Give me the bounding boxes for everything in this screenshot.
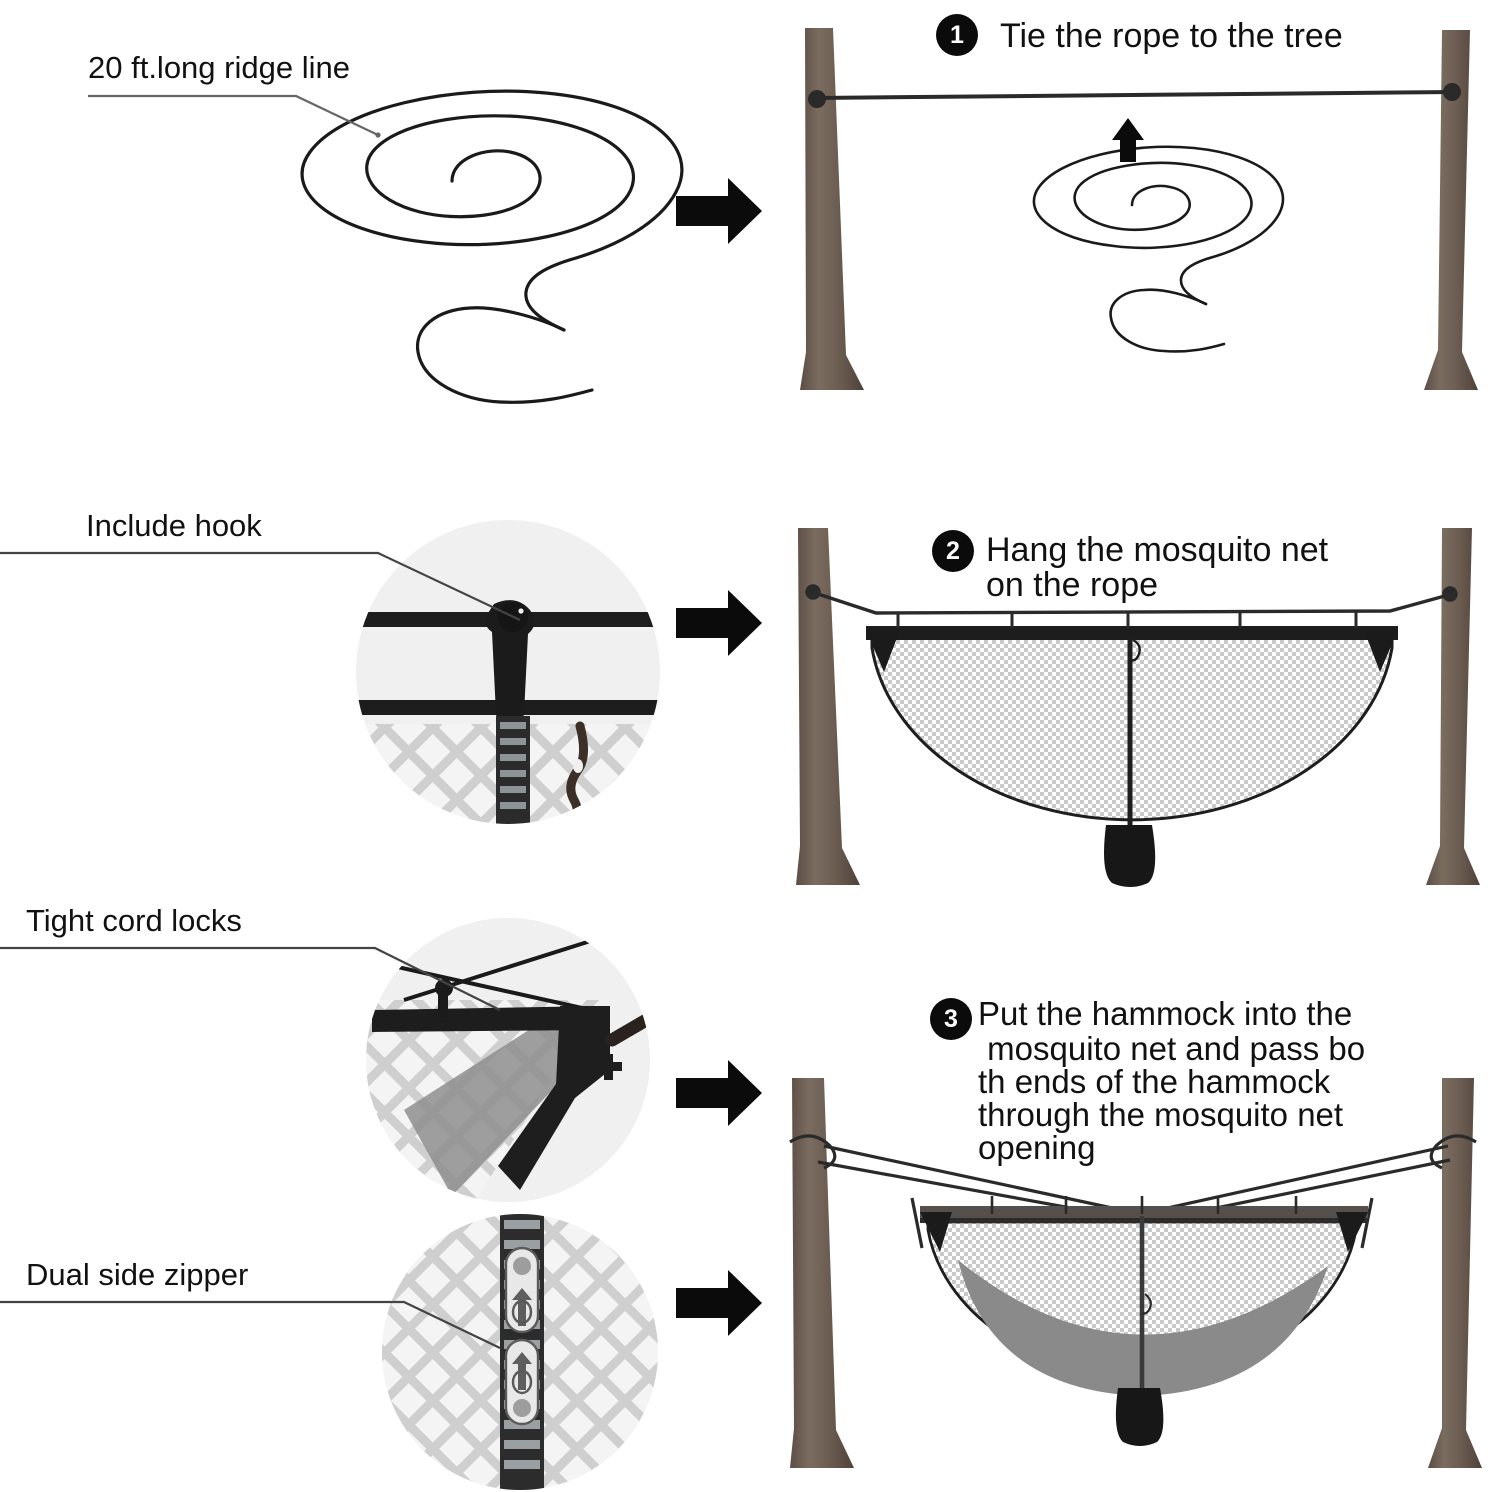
callout-label-include-hook: Include hook — [86, 508, 262, 543]
inset-zipper-content — [382, 1214, 658, 1490]
step-text-3-line-2: mosquito net and pass bo — [978, 1030, 1366, 1067]
mosquito-net-icon — [866, 611, 1398, 887]
arrow-right-icon-3 — [676, 1060, 762, 1126]
callout-label-cord-locks: Tight cord locks — [26, 903, 242, 938]
step-badge-3: 3 — [930, 998, 972, 1040]
stuff-sack-icon — [1104, 825, 1156, 887]
ridge-line-rope-1 — [808, 83, 1461, 108]
tree-trunk-icon-left-2 — [796, 528, 860, 885]
hammock-body — [958, 1260, 1328, 1396]
arrow-right-icon-1 — [676, 178, 762, 244]
arrow-right-icon-2 — [676, 590, 762, 656]
ridge-line-rope-2 — [805, 584, 1458, 615]
coiled-rope-icon-step1 — [1032, 145, 1285, 353]
zipper-pull-icon-lower — [504, 1338, 540, 1426]
tree-trunk-icon-left-1 — [800, 28, 864, 390]
tree-trunk-icon-left-3 — [790, 1078, 854, 1468]
callout-leader-include-hook — [0, 551, 521, 621]
step-badge-1: 1 — [936, 14, 978, 56]
step-text-3-line-5: opening — [978, 1129, 1096, 1166]
tree-trunk-icon-right-2 — [1426, 528, 1480, 885]
zipper-pull-icon-upper — [504, 1246, 540, 1334]
step-badge-2: 2 — [932, 530, 974, 572]
tree-trunk-icon-right-3 — [1428, 1078, 1482, 1468]
arrow-right-icon-4 — [676, 1270, 762, 1336]
callout-leader-zipper — [0, 1300, 501, 1349]
callout-leader-ridge-line — [88, 94, 381, 138]
step-text-3-line-3: th ends of the hammock — [978, 1063, 1331, 1100]
coiled-rope-icon — [300, 89, 684, 404]
zipper-strip-icon — [496, 716, 530, 824]
mosquito-net-with-hammock-icon — [920, 1196, 1368, 1446]
callout-label-ridge-line: 20 ft.long ridge line — [88, 50, 350, 85]
step-text-3-line-4: through the mosquito net — [978, 1096, 1344, 1133]
callout-label-zipper: Dual side zipper — [26, 1257, 249, 1292]
step-text-1: Tie the rope to the tree — [1000, 17, 1343, 55]
arrow-up-icon — [1112, 118, 1144, 162]
step-text-2-line-2: on the rope — [986, 566, 1159, 604]
step-text-3-line-1: Put the hammock into the — [978, 995, 1353, 1032]
tree-trunk-icon-right-1 — [1424, 30, 1478, 390]
stuff-sack-icon-step3 — [1115, 1388, 1164, 1446]
callout-leader-cord-locks — [0, 946, 501, 1011]
step-text-2-line-1: Hang the mosquito net — [986, 531, 1329, 569]
inset-cord-lock-content — [366, 936, 650, 1202]
inset-hook-content — [356, 600, 660, 824]
